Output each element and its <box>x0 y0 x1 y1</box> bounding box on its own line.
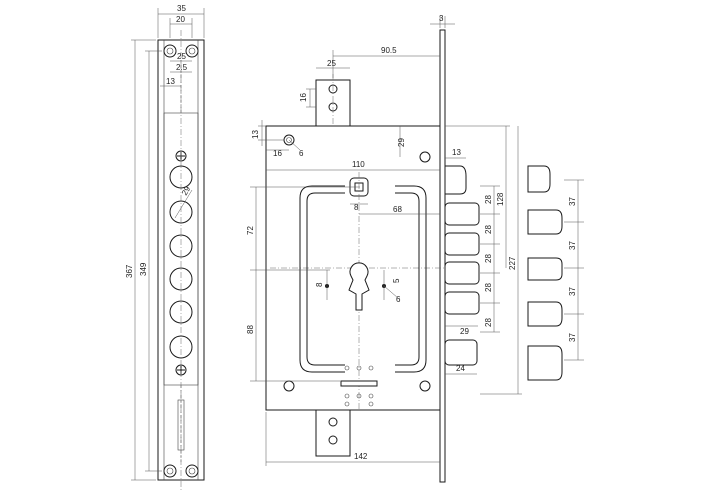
case-bolts <box>444 202 480 366</box>
bolt-span-a-label: 128 <box>496 192 505 206</box>
bolt-diam-label: 29 <box>460 327 469 336</box>
bolt-proj-label: 13 <box>452 148 461 157</box>
lower-vertical-label: 88 <box>246 325 255 334</box>
bolt-span-b-label: 227 <box>508 256 517 270</box>
pitch-5-label: 28 <box>484 318 493 327</box>
deadbolt-len-label: 24 <box>456 364 465 373</box>
key-small-label: 8 <box>315 282 324 287</box>
front-top-hole-left <box>163 44 177 58</box>
spindle-x-label: 110 <box>352 160 365 169</box>
latch-bolt <box>444 165 467 195</box>
front-inner-label: 20 <box>176 15 185 24</box>
case-hole-y-label: 13 <box>251 130 260 139</box>
front-plate-view: 29 35 20 25 2.5 13 367 349 <box>125 4 205 490</box>
front-total-label: 367 <box>125 264 134 278</box>
case-width-label: 142 <box>354 452 368 461</box>
case-hole-tr <box>419 151 431 163</box>
face-plate-side <box>439 29 446 483</box>
front-bolt-hole-5 <box>169 300 193 324</box>
front-bottom-hole-left <box>163 464 177 478</box>
spindle-sq-label: 8 <box>354 203 359 212</box>
side-dim-4-label: 37 <box>568 333 577 342</box>
side-dim-2-label: 37 <box>568 241 577 250</box>
deadbolt <box>444 339 478 366</box>
pitch-2-label: 28 <box>484 225 493 234</box>
front-bottom-hole-right <box>185 464 199 478</box>
hole-dia-label: 6 <box>299 149 304 158</box>
case-hole-bl <box>283 380 295 392</box>
pitch-1-label: 28 <box>484 195 493 204</box>
side-dim-1-label: 37 <box>568 197 577 206</box>
front-hole-offset-label: 25 <box>177 52 186 61</box>
side-dim-3-label: 37 <box>568 287 577 296</box>
front-bolt-hole-4 <box>169 267 193 291</box>
keyhole <box>348 262 370 311</box>
bottom-mounting-tab <box>315 409 351 457</box>
front-slot-label: 2.5 <box>176 63 188 72</box>
front-width-label: 35 <box>177 4 186 13</box>
plate-thk-label: 3 <box>439 14 444 23</box>
case-hole-x-label: 16 <box>273 149 282 158</box>
key-dia-label: 6 <box>396 295 401 304</box>
pitch-4-label: 28 <box>484 283 493 292</box>
bottom-pin-holes <box>340 365 378 407</box>
spindle-to-key-label: 68 <box>393 205 402 214</box>
front-bolt-offset-label: 13 <box>166 77 175 86</box>
upper-vertical-label: 72 <box>246 226 255 235</box>
front-bolt-hole-3 <box>169 234 193 258</box>
lock-case-view: 3 90.5 25 16 13 16 6 29 110 8 68 72 88 <box>246 14 522 483</box>
key-offset-label: 5 <box>392 278 401 283</box>
case-corner-label: 29 <box>397 138 406 147</box>
pitch-3-label: 28 <box>484 254 493 263</box>
tab-height-label: 16 <box>299 93 308 102</box>
bolt-profiles-view: 37 37 37 37 <box>527 165 584 381</box>
tab-width-label: 25 <box>327 59 336 68</box>
front-bolt-hole-6 <box>169 335 193 359</box>
case-hole-br <box>419 380 431 392</box>
front-hole-span-label: 349 <box>139 262 148 276</box>
backset-top-label: 90.5 <box>381 46 397 55</box>
front-top-hole-right <box>185 44 199 58</box>
